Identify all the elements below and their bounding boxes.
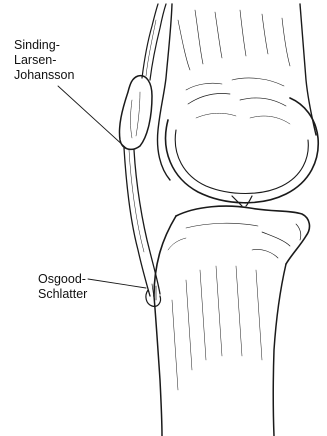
- leader-line-osgood-schlatter: [88, 279, 146, 288]
- femoral-condyle: [166, 93, 319, 202]
- sinding-larsen-johansson-label: Sinding- Larsen- Johansson: [14, 38, 74, 83]
- leader-line-sinding-larsen-johansson: [58, 86, 126, 148]
- patella: [119, 76, 152, 150]
- quadriceps-tendon: [142, 4, 166, 80]
- osgood-schlatter-label: Osgood- Schlatter: [38, 272, 87, 302]
- patellar-tendon: [124, 148, 160, 296]
- joint-space: [232, 196, 252, 206]
- femur: [158, 4, 317, 180]
- tibia: [154, 206, 309, 436]
